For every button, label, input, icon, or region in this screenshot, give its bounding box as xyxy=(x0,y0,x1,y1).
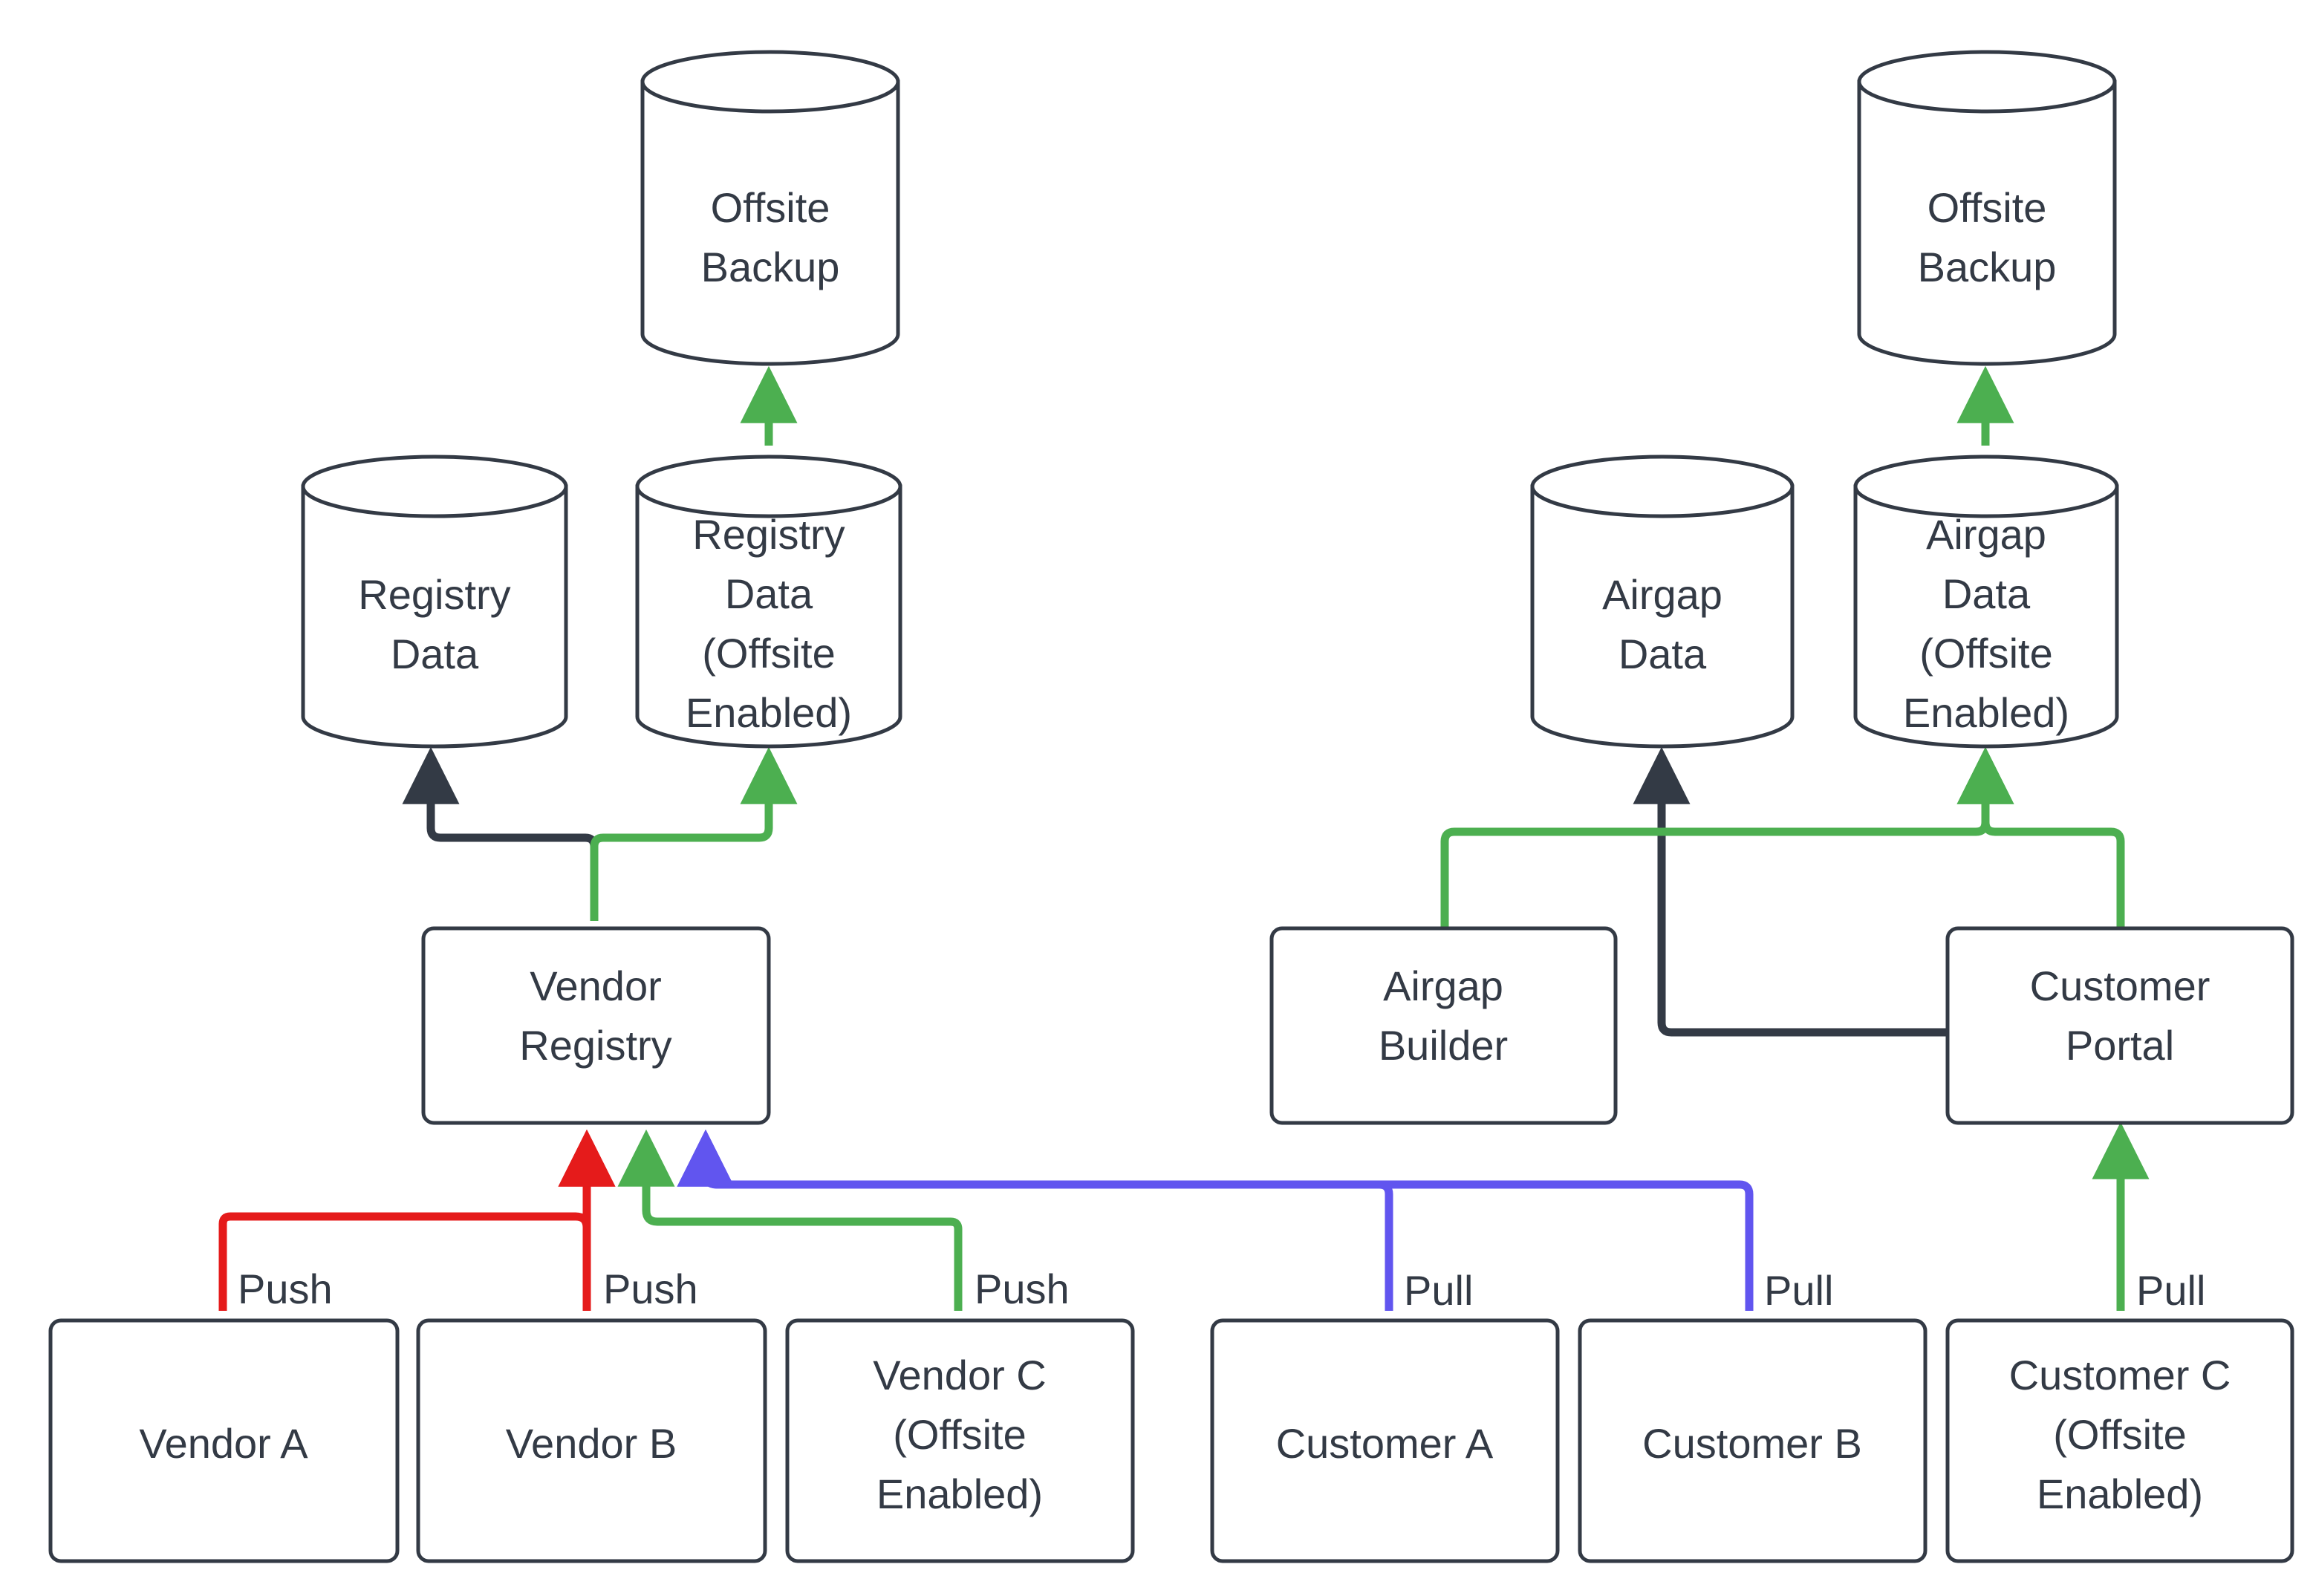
node-label-offsite-backup-left-1: Backup xyxy=(701,244,840,290)
edge-customer-portal-to-airgap-data-offsite xyxy=(1956,746,2125,932)
node-label-registry-data-1: Data xyxy=(391,631,479,677)
node-label-airgap-data-offsite-1: Data xyxy=(1942,570,2031,617)
node-label-customer-b-0: Customer B xyxy=(1642,1420,1862,1467)
node-label-airgap-builder-0: Airgap xyxy=(1383,963,1503,1009)
node-label-airgap-builder-1: Builder xyxy=(1379,1022,1508,1069)
edge-label-vendor-b-push: Push xyxy=(603,1266,698,1312)
node-label-registry-data-offsite-2: (Offsite xyxy=(702,630,835,677)
edge-customer-portal-to-airgap-data xyxy=(1633,746,1946,1037)
node-label-vendor-a-0: Vendor A xyxy=(139,1420,308,1467)
node-label-offsite-backup-right-0: Offsite xyxy=(1928,184,2047,231)
node-label-registry-data-offsite-0: Registry xyxy=(692,511,845,558)
edge-label-vendor-a-push: Push xyxy=(238,1266,333,1312)
node-offsite-backup-left[interactable]: Offsite Backup xyxy=(640,50,900,366)
node-label-offsite-backup-right-1: Backup xyxy=(1918,244,2057,290)
node-label-airgap-data-offsite-0: Airgap xyxy=(1926,511,2046,558)
node-label-customer-c-1: (Offsite xyxy=(2053,1411,2186,1458)
node-label-vendor-c-1: (Offsite xyxy=(893,1411,1026,1458)
node-label-vendor-registry-0: Vendor xyxy=(530,963,662,1009)
node-label-customer-c-0: Customer C xyxy=(2009,1352,2231,1398)
node-customer-a[interactable]: Customer A xyxy=(1210,1318,1560,1563)
node-airgap-data[interactable]: Airgap Data xyxy=(1530,455,1795,749)
node-label-registry-data-offsite-1: Data xyxy=(725,570,813,617)
node-label-customer-portal-0: Customer xyxy=(2030,963,2210,1009)
edge-vendor-registry-to-registry-data-offsite xyxy=(590,746,798,921)
node-customer-b[interactable]: Customer B xyxy=(1578,1318,1928,1563)
node-label-customer-c-2: Enabled) xyxy=(2037,1470,2203,1517)
node-airgap-builder[interactable]: Airgap Builder xyxy=(1269,926,1618,1125)
node-registry-data[interactable]: Registry Data xyxy=(301,455,568,749)
node-label-vendor-registry-1: Registry xyxy=(519,1022,671,1069)
node-vendor-registry[interactable]: Vendor Registry xyxy=(421,926,771,1125)
edge-label-customer-c-pull: Pull xyxy=(2136,1267,2205,1314)
node-label-customer-portal-1: Portal xyxy=(2066,1022,2174,1069)
node-label-vendor-b-0: Vendor B xyxy=(506,1420,677,1467)
node-registry-data-offsite[interactable]: Registry Data (Offsite Enabled) xyxy=(635,455,902,749)
node-label-offsite-backup-left-0: Offsite xyxy=(711,184,830,231)
edge-vendor-registry-to-registry-data xyxy=(402,746,599,921)
node-label-airgap-data-offsite-2: (Offsite xyxy=(1919,630,2052,677)
node-label-airgap-data-offsite-3: Enabled) xyxy=(1903,689,2069,736)
node-vendor-c[interactable]: Vendor C (Offsite Enabled) xyxy=(785,1318,1135,1563)
node-customer-portal[interactable]: Customer Portal xyxy=(1945,926,2294,1125)
node-label-vendor-c-2: Enabled) xyxy=(876,1470,1043,1517)
node-label-vendor-c-0: Vendor C xyxy=(873,1352,1047,1398)
node-customer-c[interactable]: Customer C (Offsite Enabled) xyxy=(1945,1318,2294,1563)
edge-customer-b-pull xyxy=(677,1129,1754,1311)
edge-airgap-builder-to-airgap-data-offsite xyxy=(1440,746,2014,932)
node-label-airgap-data-0: Airgap xyxy=(1602,571,1722,618)
node-airgap-data-offsite[interactable]: Airgap Data (Offsite Enabled) xyxy=(1853,455,2119,749)
node-vendor-a[interactable]: Vendor A xyxy=(48,1318,400,1563)
edge-vendor-c-push xyxy=(617,1129,963,1311)
node-label-registry-data-offsite-3: Enabled) xyxy=(686,689,852,736)
node-label-customer-a-0: Customer A xyxy=(1276,1420,1494,1467)
node-vendor-b[interactable]: Vendor B xyxy=(416,1318,767,1563)
edge-label-customer-b-pull: Pull xyxy=(1764,1267,1833,1314)
edge-label-vendor-c-push: Push xyxy=(975,1266,1070,1312)
node-label-registry-data-0: Registry xyxy=(358,571,510,618)
node-offsite-backup-right[interactable]: Offsite Backup xyxy=(1857,50,2117,366)
edge-label-customer-a-pull: Pull xyxy=(1404,1267,1473,1314)
node-label-airgap-data-1: Data xyxy=(1619,631,1707,677)
